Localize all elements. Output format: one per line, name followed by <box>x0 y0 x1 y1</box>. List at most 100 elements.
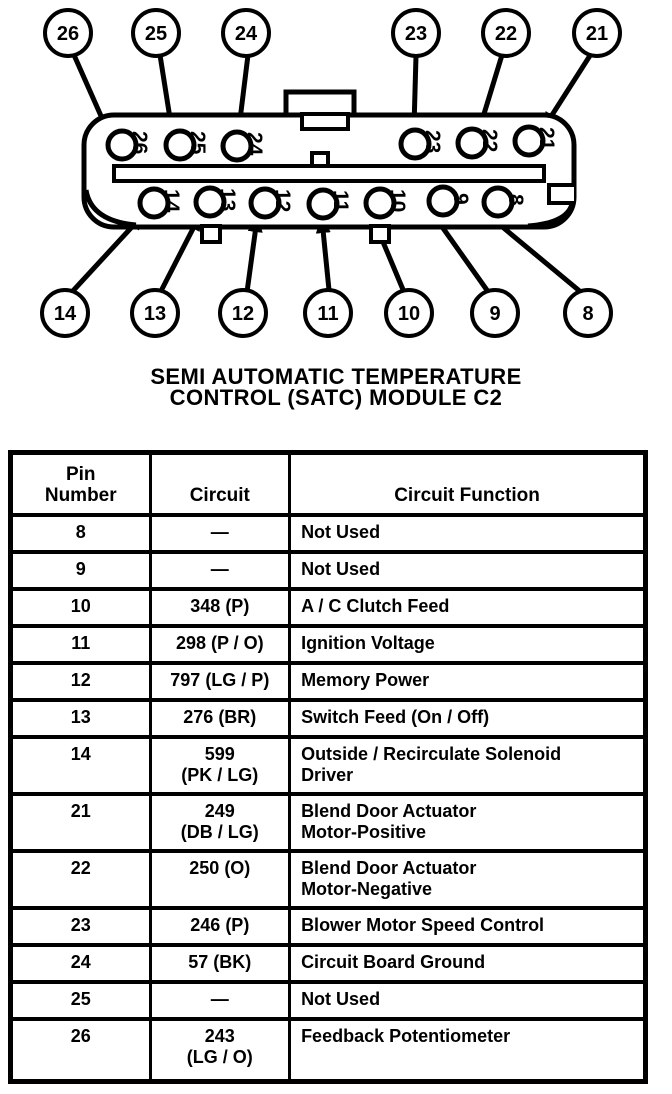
col-header-circuit-function: Circuit Function <box>288 450 647 517</box>
table-row: 24 57 (BK) Circuit Board Ground <box>9 942 647 984</box>
callout-circle <box>130 288 180 338</box>
callout-circle <box>384 288 434 338</box>
diagram-title: SEMI AUTOMATIC TEMPERATURE CONTROL (SATC… <box>0 366 672 410</box>
cell-pin: 25 <box>9 979 152 1021</box>
callout-21: 21 <box>572 8 622 58</box>
cell-function: Blend Door Actuator Motor-Negative <box>288 848 647 910</box>
callouts-top: 26 25 24 23 22 21 <box>43 8 622 58</box>
pinout-table: Pin Number Circuit Circuit Function 8 — … <box>8 450 648 1084</box>
cell-pin: 11 <box>9 623 152 665</box>
pin-hole-26 <box>105 128 139 162</box>
pin-number-label: 26 <box>128 131 151 154</box>
pin-number-label: 21 <box>535 127 558 151</box>
callout-10: 10 <box>384 288 434 338</box>
diagram-title-line2: CONTROL (SATC) MODULE C2 <box>169 385 503 410</box>
callout-number: 23 <box>405 23 427 45</box>
bottom-tab <box>369 224 391 244</box>
callout-number: 25 <box>145 23 167 45</box>
callout-number: 26 <box>57 23 79 45</box>
cell-circuit: — <box>148 512 292 554</box>
callout-number: 10 <box>398 303 420 325</box>
pin-number-label: 22 <box>478 129 501 152</box>
cell-pin: 8 <box>9 512 152 554</box>
callout-circle <box>563 288 613 338</box>
callout-circle <box>303 288 353 338</box>
pin-number-label: 23 <box>421 130 444 153</box>
callout-24: 24 <box>221 8 271 58</box>
callout-circle <box>391 8 441 58</box>
cell-function: Feedback Potentiometer <box>288 1016 647 1084</box>
leader-line <box>244 215 263 293</box>
corner-arc <box>527 203 575 229</box>
callout-circle <box>221 8 271 58</box>
col-header-pin-number: Pin Number <box>9 450 152 517</box>
cell-function: Switch Feed (On / Off) <box>288 697 647 739</box>
header-row: Pin Number Circuit Circuit Function <box>9 450 647 517</box>
pin-hole-14 <box>137 186 171 220</box>
edge-notch <box>547 183 574 205</box>
callout-number: 8 <box>582 303 593 325</box>
callout-8: 8 <box>563 288 613 338</box>
cell-circuit: 348 (P) <box>148 586 292 628</box>
callout-number: 14 <box>54 303 77 325</box>
callout-23: 23 <box>391 8 441 58</box>
leader-line <box>315 216 332 291</box>
connector-diagram: 26 25 24 23 22 21 14 13 12 11 10 9 8 26 … <box>40 8 622 338</box>
pin-hole-13 <box>193 185 227 219</box>
cell-pin: 13 <box>9 697 152 739</box>
callout-9: 9 <box>470 288 520 338</box>
cell-circuit: 57 (BK) <box>148 942 292 984</box>
cell-circuit: 797 (LG / P) <box>148 660 292 702</box>
callout-circle <box>218 288 268 338</box>
connector-slot <box>112 164 546 183</box>
pin-number-label: 13 <box>216 188 239 211</box>
pin-number-label: 25 <box>186 131 209 155</box>
table-row: 13 276 (BR) Switch Feed (On / Off) <box>9 697 647 739</box>
cell-pin: 23 <box>9 905 152 947</box>
pin-hole-12 <box>248 186 282 220</box>
connector-top-tab-inner <box>300 112 350 131</box>
pin-holes-top <box>105 124 546 163</box>
pin-number-label: 8 <box>504 194 527 206</box>
cell-circuit: — <box>148 549 292 591</box>
cell-function: Memory Power <box>288 660 647 702</box>
pin-hole-24 <box>220 129 254 163</box>
pin-number-label: 14 <box>160 189 183 213</box>
callouts-bottom: 14 13 12 11 10 9 <box>40 288 613 338</box>
cell-pin: 12 <box>9 660 152 702</box>
callout-13: 13 <box>130 288 180 338</box>
pin-hole-10 <box>363 186 397 220</box>
callout-circle <box>131 8 181 58</box>
cell-pin: 10 <box>9 586 152 628</box>
cell-circuit: 298 (P / O) <box>148 623 292 665</box>
col-header-circuit: Circuit <box>148 450 292 517</box>
callout-number: 21 <box>586 23 608 45</box>
callout-circle <box>40 288 90 338</box>
callout-number: 24 <box>235 23 258 45</box>
corner-arc <box>83 189 137 228</box>
pin-hole-8 <box>481 185 515 219</box>
pin-hole-21 <box>512 124 546 158</box>
table-row: 25 — Not Used <box>9 979 647 1021</box>
cell-pin: 22 <box>9 848 152 910</box>
pin-hole-25 <box>163 128 197 162</box>
callout-number: 9 <box>489 303 500 325</box>
cell-pin: 14 <box>9 734 152 796</box>
cell-function: Blower Motor Speed Control <box>288 905 647 947</box>
pin-hole-9 <box>426 184 460 218</box>
cell-function: Ignition Voltage <box>288 623 647 665</box>
pin-labels: 26 25 24 23 22 21 14 13 12 11 10 9 8 <box>128 127 558 213</box>
cell-pin: 9 <box>9 549 152 591</box>
cell-circuit: 276 (BR) <box>148 697 292 739</box>
table-row: 11 298 (P / O) Ignition Voltage <box>9 623 647 665</box>
callout-12: 12 <box>218 288 268 338</box>
cell-circuit: 249 (DB / LG) <box>148 791 292 853</box>
callout-number: 13 <box>144 303 166 325</box>
pin-hole-23 <box>398 127 432 161</box>
callout-number: 11 <box>317 303 338 325</box>
pin-number-label: 11 <box>329 190 352 213</box>
pin-hole-22 <box>455 126 489 160</box>
cell-circuit: 250 (O) <box>148 848 292 910</box>
pin-hole-11 <box>306 187 340 221</box>
